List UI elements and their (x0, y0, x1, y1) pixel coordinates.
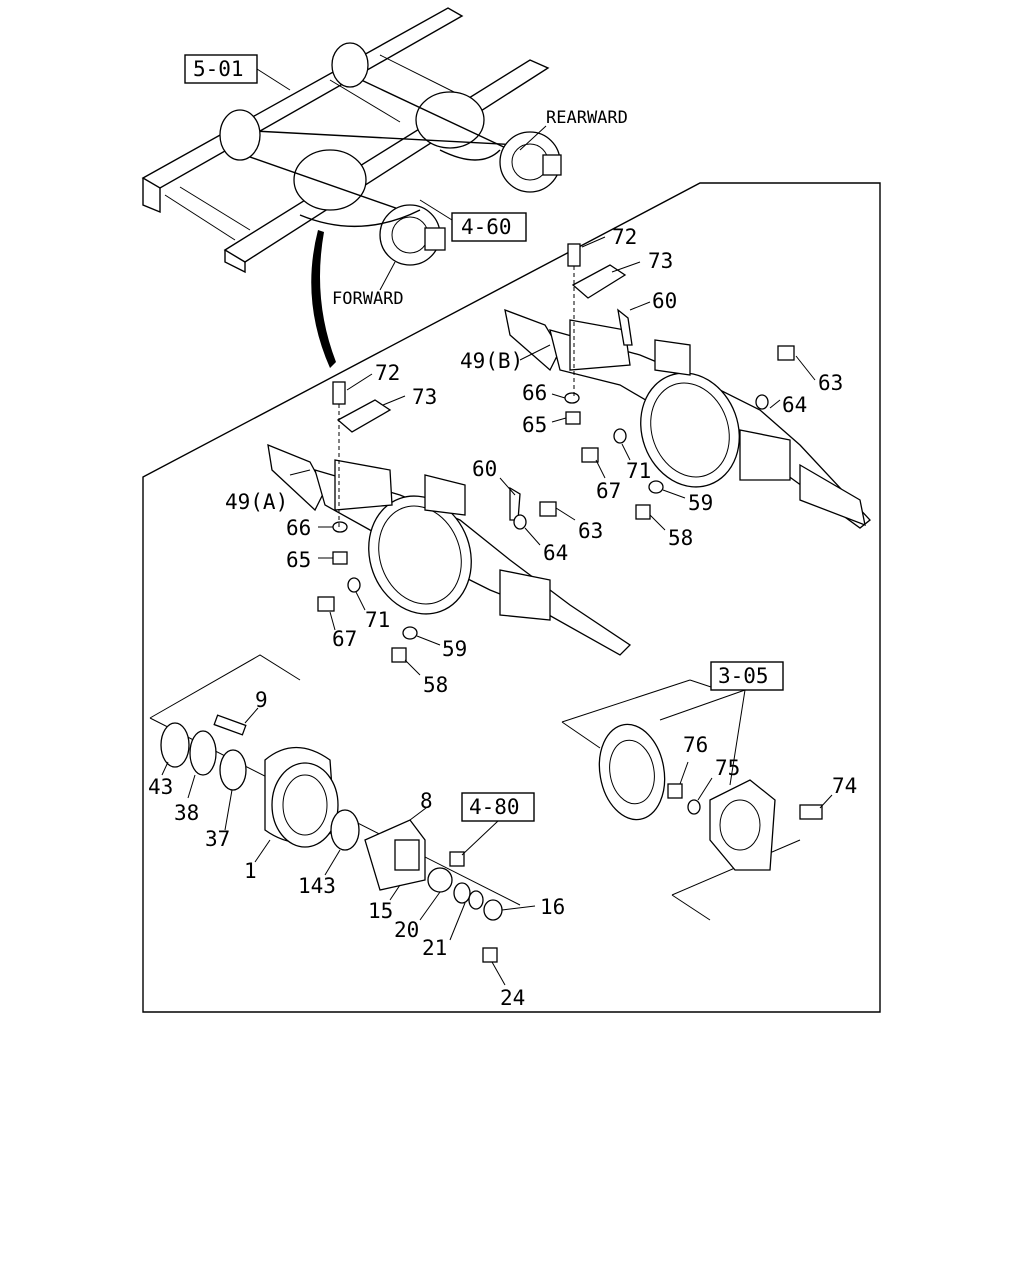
callout-8[interactable]: 8 (420, 789, 433, 813)
callout-67-b[interactable]: 67 (596, 479, 621, 503)
callout-72-b[interactable]: 72 (612, 225, 637, 249)
svg-text:3-05: 3-05 (718, 664, 769, 688)
callout-49b[interactable]: 49(B) (460, 349, 523, 373)
svg-text:5-01: 5-01 (193, 57, 244, 81)
axle-housing-b (504, 308, 871, 529)
callout-38[interactable]: 38 (174, 801, 199, 825)
callout-64-a[interactable]: 64 (543, 541, 568, 565)
callout-76[interactable]: 76 (683, 733, 708, 757)
callout-15[interactable]: 15 (368, 899, 393, 923)
callout-43[interactable]: 43 (148, 775, 173, 799)
callout-143[interactable]: 143 (298, 874, 336, 898)
callout-59-a[interactable]: 59 (442, 637, 467, 661)
chassis-overview (141, 7, 562, 274)
forward-label: FORWARD (332, 289, 404, 309)
callout-65-b[interactable]: 65 (522, 413, 547, 437)
callout-59-b[interactable]: 59 (688, 491, 713, 515)
ref-box-5-01[interactable]: 5-01 (184, 54, 258, 84)
callout-49a[interactable]: 49(A) (225, 490, 288, 514)
callout-63-a[interactable]: 63 (578, 519, 603, 543)
ref-box-3-05[interactable]: 3-05 (710, 661, 784, 691)
callout-72-a[interactable]: 72 (375, 361, 400, 385)
svg-text:4-60: 4-60 (461, 215, 512, 239)
callout-73-a[interactable]: 73 (412, 385, 437, 409)
callout-71-b[interactable]: 71 (626, 459, 651, 483)
callout-60-b[interactable]: 60 (652, 289, 677, 313)
bolt-72-b (567, 243, 581, 267)
ref-box-4-60[interactable]: 4-60 (451, 212, 527, 242)
leader-lines (161, 236, 833, 986)
callout-1[interactable]: 1 (244, 859, 257, 883)
callout-60-a[interactable]: 60 (472, 457, 497, 481)
callout-16[interactable]: 16 (540, 895, 565, 919)
axle-housing-a (267, 443, 632, 656)
callout-24[interactable]: 24 (500, 986, 525, 1010)
callout-73-b[interactable]: 73 (648, 249, 673, 273)
callout-21[interactable]: 21 (422, 936, 447, 960)
callout-63-b[interactable]: 63 (818, 371, 843, 395)
callout-67-a[interactable]: 67 (332, 627, 357, 651)
ref-box-4-80[interactable]: 4-80 (461, 792, 535, 822)
callout-58-b[interactable]: 58 (668, 526, 693, 550)
brake-plate-group (561, 679, 823, 921)
callout-66-b[interactable]: 66 (522, 381, 547, 405)
callout-75[interactable]: 75 (715, 756, 740, 780)
svg-text:4-80: 4-80 (469, 795, 520, 819)
callout-74[interactable]: 74 (832, 774, 857, 798)
callout-37[interactable]: 37 (205, 827, 230, 851)
callout-20[interactable]: 20 (394, 918, 419, 942)
callout-66-a[interactable]: 66 (286, 516, 311, 540)
callout-65-a[interactable]: 65 (286, 548, 311, 572)
rearward-label: REARWARD (546, 108, 628, 128)
callout-9[interactable]: 9 (255, 688, 268, 712)
callout-58-a[interactable]: 58 (423, 673, 448, 697)
callout-64-b[interactable]: 64 (782, 393, 807, 417)
callouts: 72 73 60 49(B) 66 65 64 63 71 67 59 58 7… (148, 225, 857, 1010)
callout-71-a[interactable]: 71 (365, 608, 390, 632)
detail-arrow (311, 230, 336, 368)
detail-frame (142, 182, 881, 1013)
